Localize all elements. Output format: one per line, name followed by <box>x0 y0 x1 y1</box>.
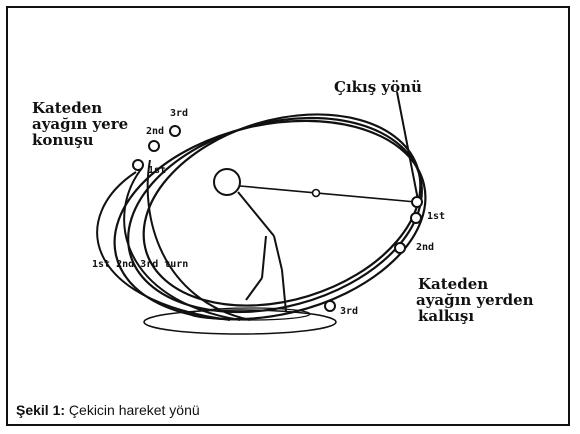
turn-arc-2 <box>123 167 241 321</box>
turn-arc-1 <box>96 171 231 321</box>
ball-marker-right-exit <box>411 196 423 208</box>
thrower-leg-right-lower <box>281 269 287 313</box>
lift-label: Kateden ayağın yerden kalkışı <box>416 275 534 326</box>
top-mark-2nd: 2nd <box>146 126 165 137</box>
orbit-3 <box>142 113 422 307</box>
landing-label-line2: ayağın yere <box>32 115 129 134</box>
right-mark-1st: 1st <box>427 211 446 222</box>
thrower-head-icon <box>213 168 241 196</box>
landing-label-line1: Kateden <box>32 99 103 117</box>
right-mark-2nd: 2nd <box>416 242 435 253</box>
ball-marker-top-3rd <box>169 125 181 137</box>
landing-label-line3: konuşu <box>32 131 94 150</box>
thrower-leg-left-lower <box>245 277 263 301</box>
ball-marker-right-2nd <box>394 242 406 254</box>
lift-label-line2: ayağın yerden <box>416 291 534 310</box>
ball-marker-bottom-3rd <box>324 300 336 312</box>
top-mark-1st: 1st <box>148 165 167 176</box>
exit-direction-label: Çıkış yönü <box>334 78 422 96</box>
ball-marker-right-1st <box>410 212 422 224</box>
turn-arc-3 <box>146 159 251 321</box>
caption-number: Şekil 1: <box>16 402 66 418</box>
lift-label-line3: kalkışı <box>418 307 475 326</box>
top-mark-3rd: 3rd <box>170 108 189 119</box>
exit-direction-line <box>396 91 419 201</box>
caption-text: Çekicin hareket yönü <box>65 402 200 418</box>
bottom-mark-3rd: 3rd <box>340 306 359 317</box>
thrower-leg-right <box>273 235 283 271</box>
landing-label: Kateden ayağın yere konuşu <box>32 100 128 149</box>
turns-label: 1st 2nd 3rd turn <box>92 259 189 270</box>
thrower-leg-left <box>261 235 267 279</box>
figure-caption: Şekil 1: Çekicin hareket yönü <box>16 402 200 418</box>
ball-marker-top-2nd <box>148 140 160 152</box>
hammer-wire <box>239 185 417 203</box>
thrower-torso <box>237 191 275 237</box>
lift-label-line1: Kateden <box>418 275 489 293</box>
ground-shadow-ellipse <box>143 309 337 335</box>
ball-marker-top-1st <box>132 159 144 171</box>
wire-handle-icon <box>311 188 321 198</box>
